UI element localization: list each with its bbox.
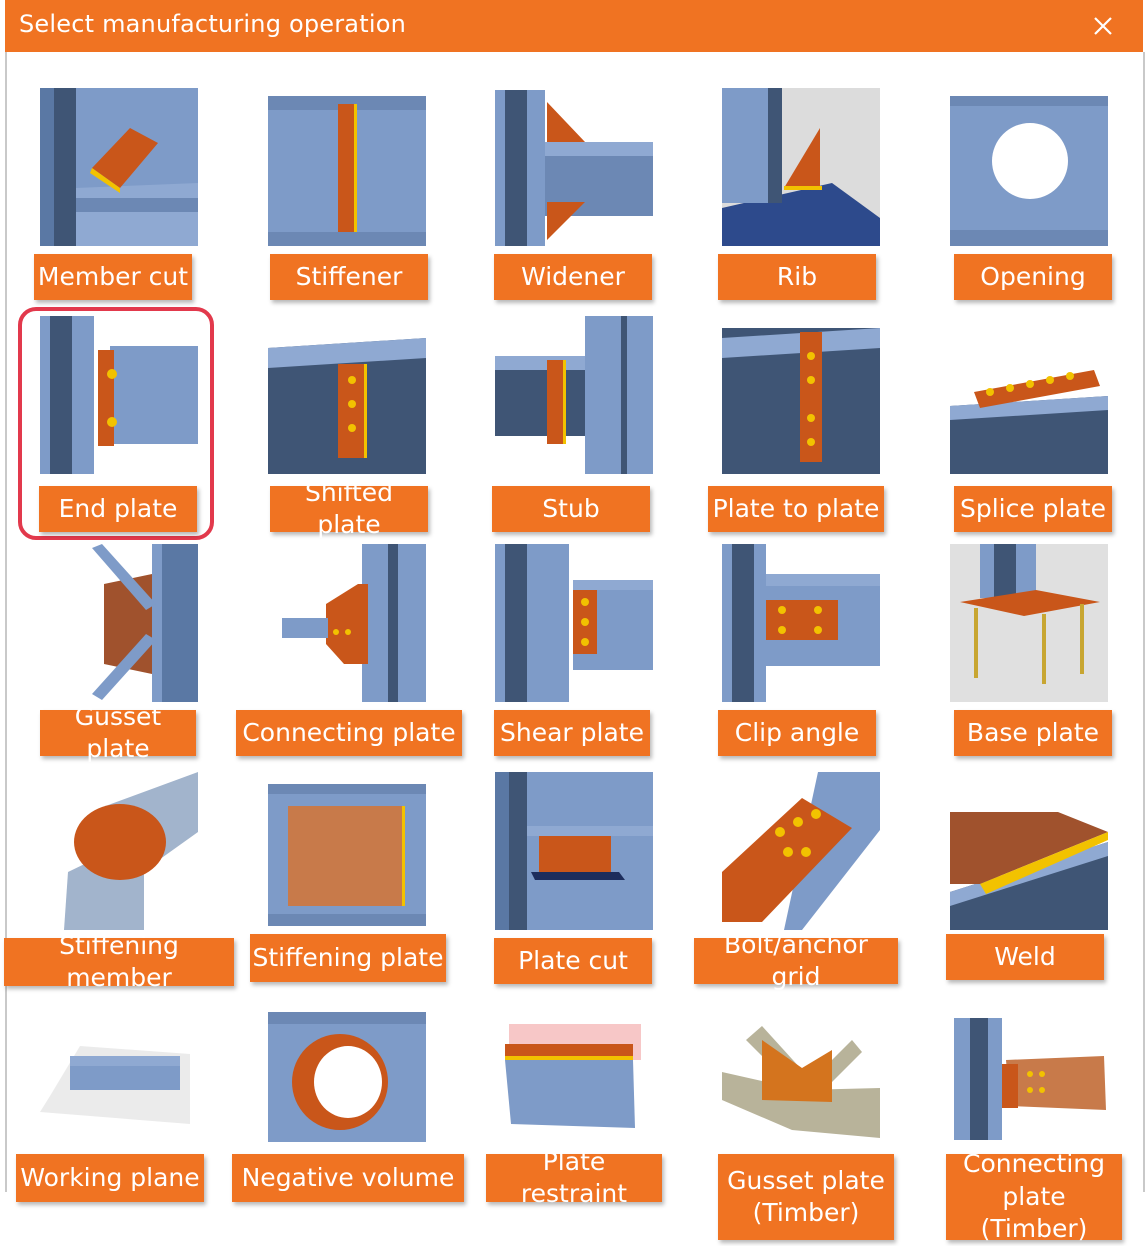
operation-label: Splice plate (954, 486, 1112, 532)
operation-label: Weld (946, 934, 1104, 980)
operation-label: Stiffener (270, 254, 428, 300)
stiffener-icon (268, 96, 426, 246)
gusset-plate-icon (40, 544, 198, 702)
opening-icon (950, 96, 1108, 246)
plate-restraint-icon (495, 1018, 645, 1142)
working-plane-icon (40, 1036, 198, 1126)
operation-label: Plate cut (494, 938, 652, 984)
end-plate-icon (40, 316, 198, 474)
connecting-plate-timber-icon (950, 1018, 1108, 1140)
widener-icon (495, 90, 653, 246)
operation-label: Connecting plate (Timber) (946, 1149, 1122, 1243)
clip-angle-icon (722, 544, 880, 702)
operation-label: Clip angle (718, 710, 876, 756)
stiffening-member-icon (40, 772, 198, 930)
dialog-title: Select manufacturing operation (19, 10, 406, 38)
stiffening-plate-icon (268, 784, 426, 926)
title-bar: Select manufacturing operation (5, 0, 1143, 52)
operation-label: Gusset plate (40, 702, 196, 763)
operation-label: Gusset plate (Timber) (718, 1154, 894, 1240)
shear-plate-icon (495, 544, 653, 702)
weld-icon (950, 772, 1108, 930)
shifted-plate-icon (268, 328, 426, 474)
operation-label: Plate to plate (708, 486, 884, 532)
stub-icon (495, 316, 653, 474)
connecting-plate-icon (268, 544, 426, 702)
gusset-plate-timber-icon (722, 1020, 880, 1138)
splice-plate-icon (950, 352, 1108, 474)
operation-label: Opening (954, 254, 1112, 300)
operation-label: Base plate (954, 710, 1112, 756)
operation-label: End plate (39, 486, 197, 532)
rib-icon (722, 88, 880, 246)
operation-label: Widener (494, 254, 652, 300)
operation-label: Member cut (34, 254, 192, 300)
plate-cut-icon (495, 772, 653, 930)
negative-volume-icon (268, 1012, 426, 1142)
selection-highlight (18, 307, 214, 540)
bolt-anchor-grid-icon (722, 772, 880, 930)
operation-label: Stiffening plate (250, 934, 446, 982)
base-plate-icon (950, 544, 1108, 702)
dialog-body (5, 52, 1145, 1192)
operation-label: Plate restraint (486, 1147, 662, 1208)
member-cut-icon (40, 88, 198, 246)
operation-label: Stiffening member (4, 931, 234, 992)
operation-label: Shear plate (494, 710, 650, 756)
operation-label: Shifted plate (270, 478, 428, 539)
operation-label: Connecting plate (236, 710, 462, 756)
operation-label: Rib (718, 254, 876, 300)
operation-label: Bolt/anchor grid (694, 930, 898, 991)
operation-label: Stub (492, 486, 650, 532)
operation-label: Negative volume (232, 1154, 464, 1202)
operation-label: Working plane (16, 1154, 204, 1202)
plate-to-plate-icon (722, 328, 880, 474)
close-icon[interactable] (1091, 14, 1115, 38)
